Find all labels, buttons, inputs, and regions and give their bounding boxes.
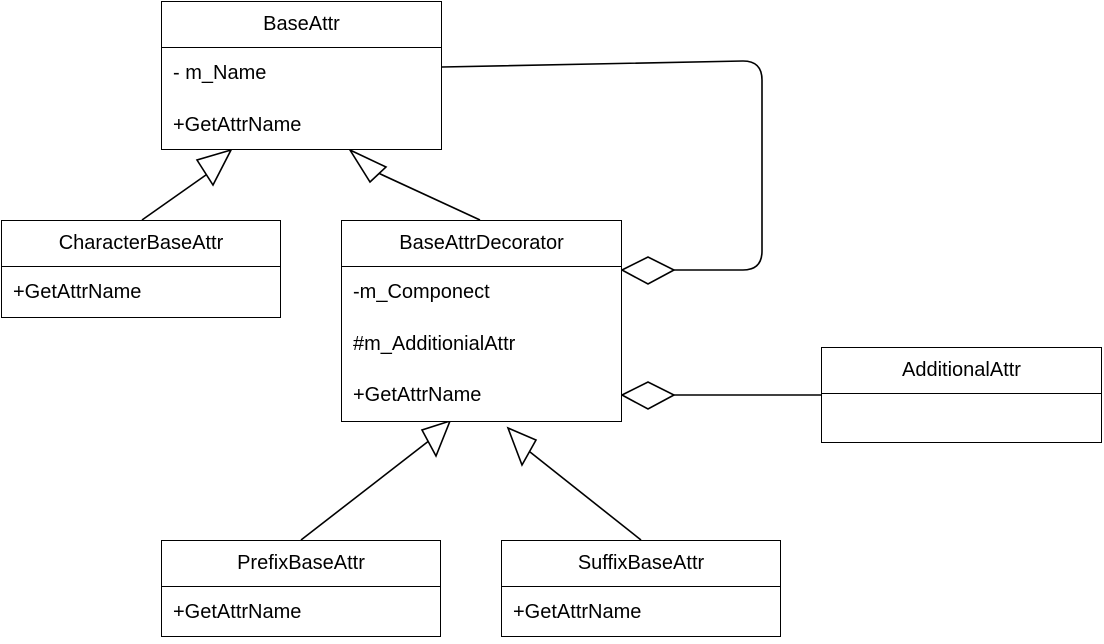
class-operation: +GetAttrName (173, 601, 302, 623)
generalization-arrowhead-character (195, 148, 233, 187)
class-prefix-base-attr[interactable]: PrefixBaseAttr +GetAttrName (161, 540, 441, 637)
class-attribute: #m_AdditionialAttr (353, 333, 516, 355)
class-name: PrefixBaseAttr (162, 541, 440, 587)
class-suffix-base-attr[interactable]: SuffixBaseAttr +GetAttrName (501, 540, 781, 637)
class-operation: +GetAttrName (173, 114, 302, 136)
class-name: BaseAttrDecorator (342, 221, 621, 267)
aggregation-diamond-baseattr (620, 256, 676, 285)
aggregation-diamond-additional (620, 381, 676, 410)
class-name: CharacterBaseAttr (2, 221, 280, 267)
class-character-base-attr[interactable]: CharacterBaseAttr +GetAttrName (1, 220, 281, 318)
class-operation: +GetAttrName (13, 281, 142, 303)
class-base-attr-decorator[interactable]: BaseAttrDecorator -m_Componect #m_Additi… (341, 220, 622, 422)
generalization-line-character (141, 169, 214, 221)
class-attribute: - m_Name (173, 62, 267, 84)
generalization-arrowhead-decorator (347, 148, 388, 184)
generalization-line-decorator (362, 165, 481, 221)
class-additional-attr[interactable]: AdditionalAttr (821, 347, 1102, 443)
aggregation-line-baseattr (441, 60, 763, 271)
generalization-line-prefix (300, 439, 431, 541)
class-name: AdditionalAttr (822, 348, 1101, 394)
generalization-arrowhead-suffix (506, 426, 538, 467)
class-operation: +GetAttrName (513, 601, 642, 623)
generalization-arrowhead-prefix (420, 419, 452, 458)
class-attribute: -m_Componect (353, 281, 490, 303)
generalization-line-suffix (524, 447, 642, 541)
class-operation: +GetAttrName (353, 384, 482, 406)
class-name: BaseAttr (162, 2, 441, 48)
class-name: SuffixBaseAttr (502, 541, 780, 587)
class-base-attr[interactable]: BaseAttr - m_Name +GetAttrName (161, 1, 442, 150)
